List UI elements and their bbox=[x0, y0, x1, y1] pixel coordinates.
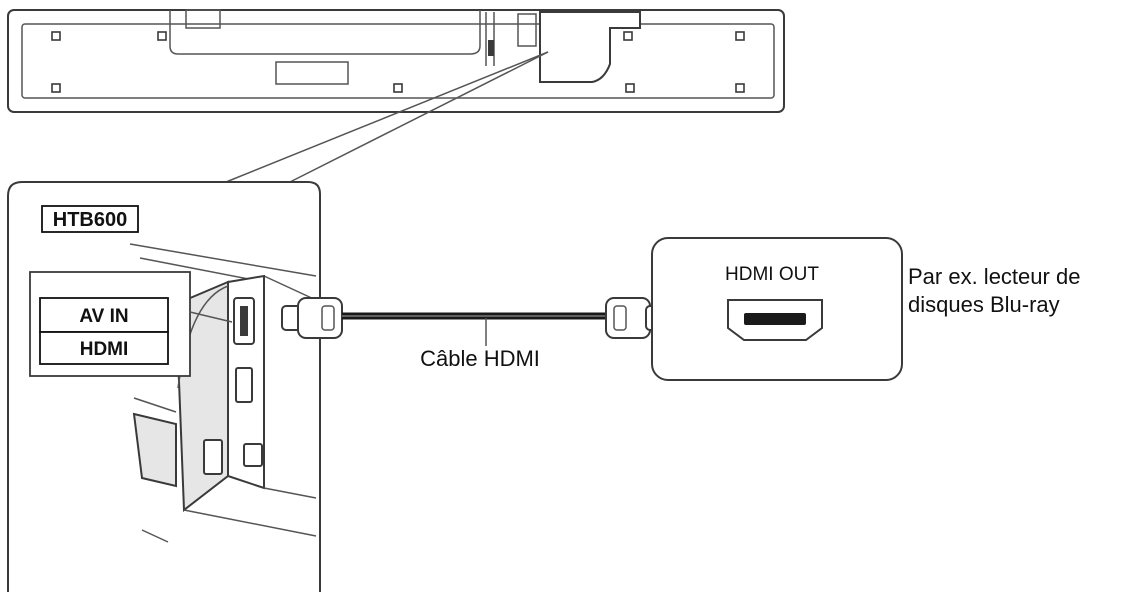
hdmi-out-label: HDMI OUT bbox=[725, 264, 819, 285]
zoom-callout-box: HTB600 AV IN HDMI bbox=[7, 181, 321, 592]
panel-foot bbox=[132, 412, 177, 488]
soundbar-rear-panel bbox=[21, 23, 775, 99]
av-in-label: AV IN bbox=[79, 306, 128, 327]
soundbar-port-outline bbox=[517, 13, 537, 47]
screw-hole bbox=[157, 31, 167, 41]
screw-hole bbox=[625, 83, 635, 93]
soundbar-connector-cavity bbox=[539, 11, 641, 83]
cable-label: Câble HDMI bbox=[420, 346, 540, 371]
soundbar-body bbox=[7, 9, 785, 113]
port-pointer-line bbox=[189, 311, 233, 323]
callout-line bbox=[289, 51, 549, 183]
secondary-port bbox=[235, 367, 253, 403]
screw-hole bbox=[735, 83, 745, 93]
screw-hole bbox=[51, 31, 61, 41]
aux-port bbox=[243, 443, 263, 467]
zoom-box-frame bbox=[7, 181, 321, 592]
cable-plug-left bbox=[297, 297, 343, 339]
hdmi-cable bbox=[281, 297, 667, 346]
soundbar-label-plate bbox=[275, 61, 349, 85]
soundbar-center-section bbox=[169, 10, 481, 55]
cable-plug-grip-left bbox=[321, 305, 335, 331]
screw-hole bbox=[51, 83, 61, 93]
screw-hole bbox=[623, 31, 633, 41]
cable-plug-grip-right bbox=[613, 305, 627, 331]
source-device: HDMI OUT bbox=[651, 237, 903, 381]
device-description-line1: Par ex. lecteur de bbox=[908, 264, 1080, 289]
hdmi-label-box bbox=[39, 331, 169, 365]
soundbar-divider-clip bbox=[488, 40, 494, 56]
soundbar-top-tab bbox=[185, 9, 221, 29]
hdmi-out-port-pins bbox=[744, 313, 806, 325]
soundbar-rear-view bbox=[7, 9, 785, 113]
model-label: HTB600 bbox=[53, 209, 127, 231]
device-description-line2: disques Blu-ray bbox=[908, 292, 1060, 317]
cable-plug-right bbox=[605, 297, 651, 339]
screw-hole bbox=[393, 83, 403, 93]
optical-port bbox=[203, 439, 223, 475]
hdmi-port-label: HDMI bbox=[80, 339, 129, 360]
screw-hole bbox=[735, 31, 745, 41]
model-label-box bbox=[41, 205, 139, 233]
hdmi-port-pins bbox=[240, 306, 248, 336]
callout-line bbox=[225, 51, 549, 183]
